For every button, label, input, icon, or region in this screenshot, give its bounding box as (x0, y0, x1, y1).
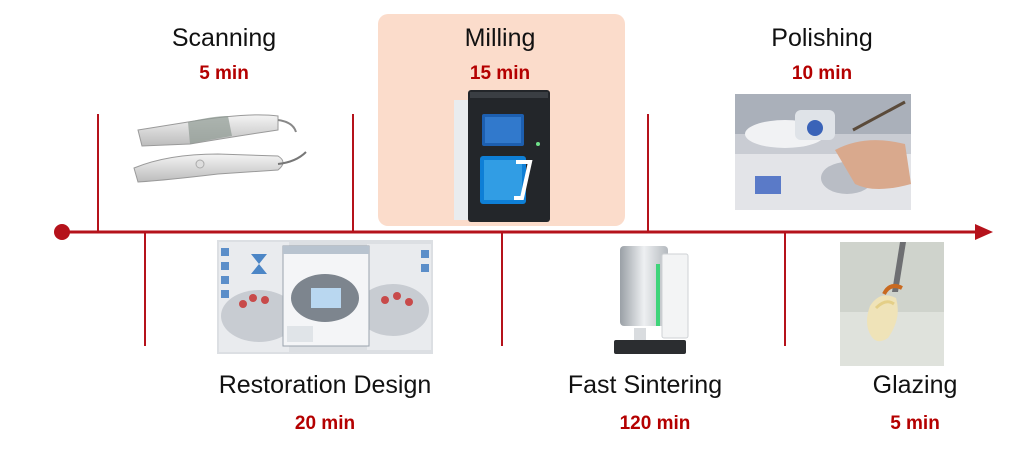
milling-machine-icon (454, 90, 550, 222)
polishing-title: Polishing (771, 24, 873, 52)
scanning-time: 5 min (199, 63, 249, 84)
design-time: 20 min (294, 413, 356, 434)
cad-software-screenshot (217, 240, 433, 354)
scanning-title: Scanning (171, 24, 277, 52)
intraoral-scanner-icon (133, 114, 307, 183)
milling-time: 15 min (469, 63, 531, 84)
timeline-arrowhead (975, 224, 993, 240)
polishing-time: 10 min (791, 63, 853, 84)
sintering-time: 120 min (619, 413, 691, 434)
sintering-title: Fast Sintering (567, 371, 723, 399)
timeline-start-dot (54, 224, 70, 240)
design-title: Restoration Design (218, 371, 432, 399)
milling-title: Milling (464, 24, 536, 52)
glazing-title: Glazing (872, 371, 958, 399)
sintering-furnace-icon (614, 246, 689, 354)
polishing-photo (735, 94, 911, 210)
glazing-time: 5 min (890, 413, 940, 434)
glazing-photo (840, 242, 944, 366)
